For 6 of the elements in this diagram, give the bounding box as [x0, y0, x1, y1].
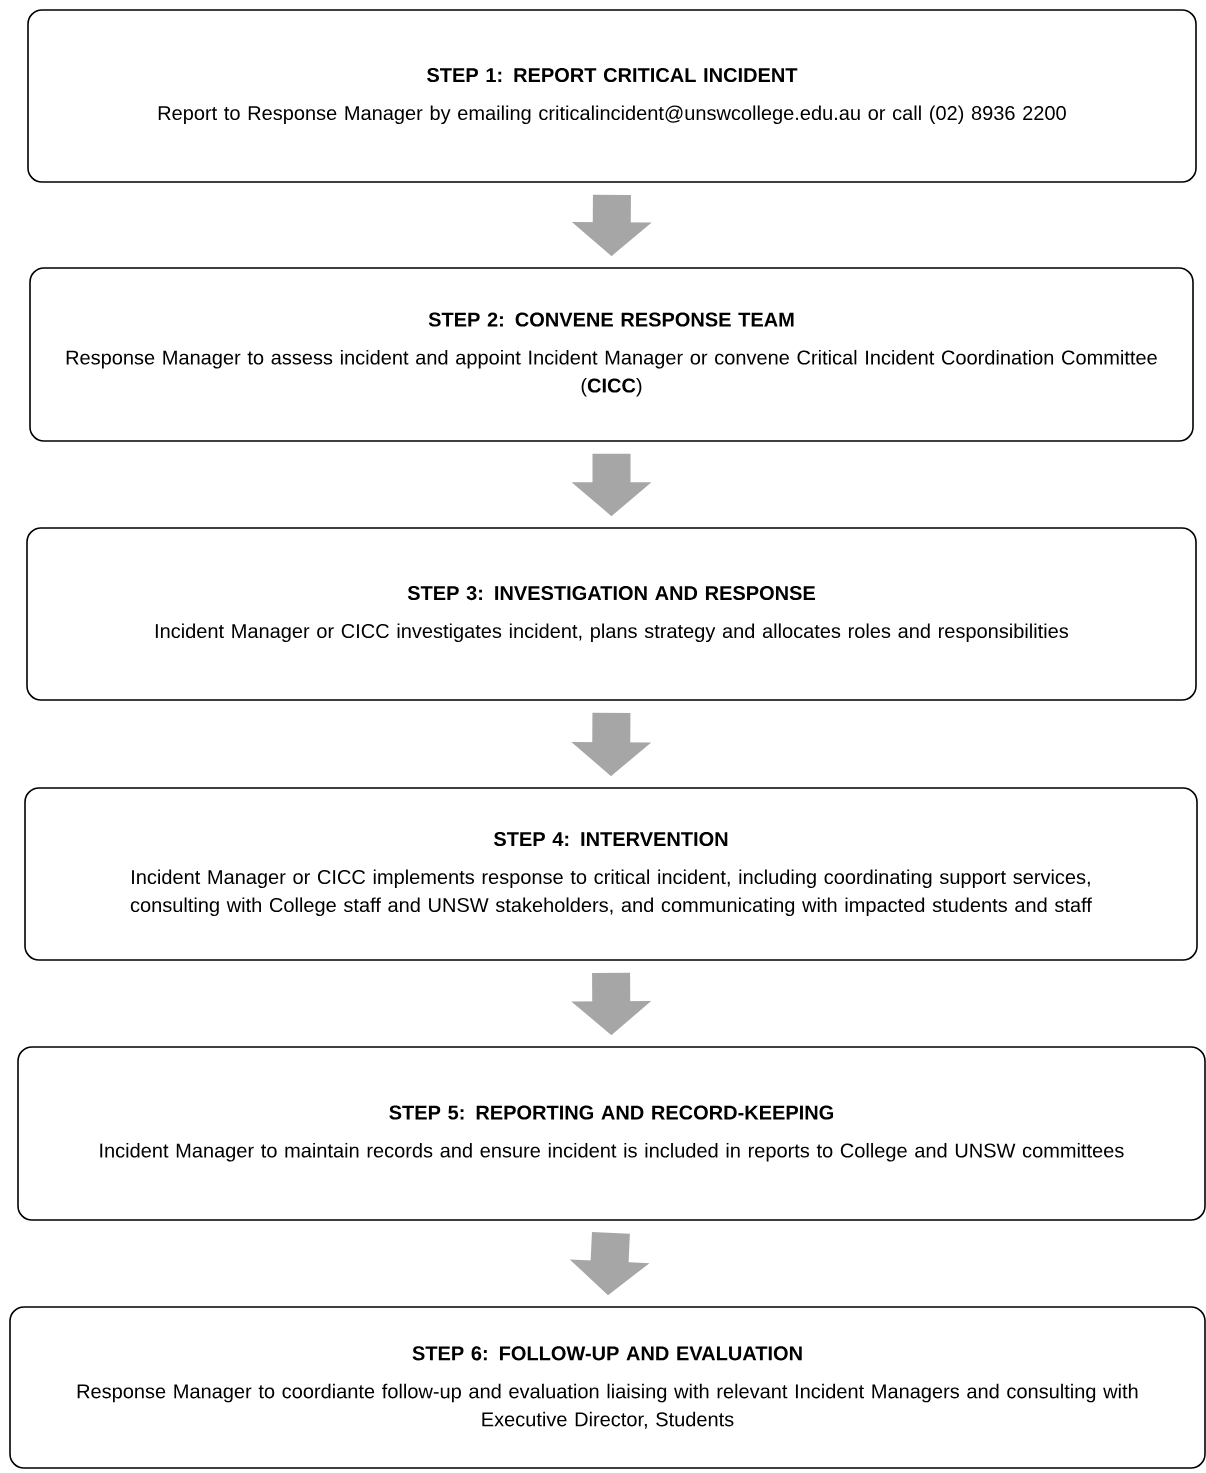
process-box: STEP 1: REPORT CRITICAL INCIDENT Report to Response Manager by emailing criticalincident@unswcollege.edu.au or call (02) 8936 2200 [27, 9, 1197, 183]
process-box: STEP 2: CONVENE RESPONSE TEAM Response Manager to assess incident and appoint Incident Manager or convene Critical Incident Coordination Committee (CICC) [29, 267, 1194, 442]
process-box: STEP 3: INVESTIGATION AND RESPONSE Incident Manager or CICC investigates incident, plans strategy and allocates roles and responsibilities [26, 527, 1197, 701]
process-box: STEP 4: INTERVENTION Incident Manager or CICC implements response to critical incident, including coordinating support services, consulting with College staff and UNSW stakeholders, and communicating with impacted students and staff [24, 787, 1198, 961]
process-box: STEP 6: FOLLOW-UP AND EVALUATION Response Manager to coordiante follow-up and evaluation liaising with relevant Incident Managers and consulting with Executive Director, Students [9, 1306, 1206, 1469]
process-box: STEP 5: REPORTING AND RECORD-KEEPING Incident Manager to maintain records and ensure incident is included in reports to College and UNSW committees [17, 1046, 1206, 1221]
